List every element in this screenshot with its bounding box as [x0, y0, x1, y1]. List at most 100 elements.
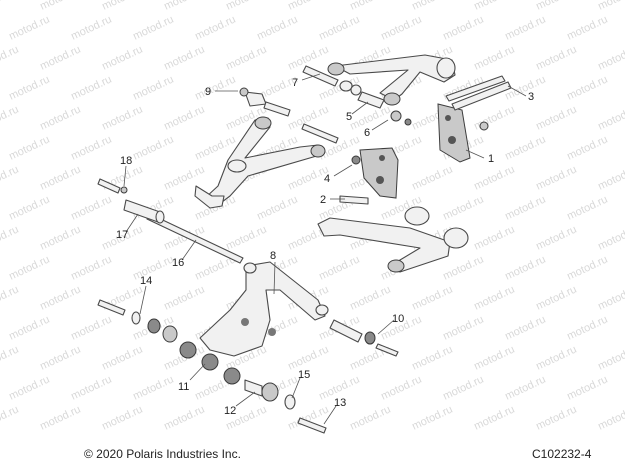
watermark-text: motod.ru [565, 253, 609, 282]
upper-a-arm-left [194, 116, 326, 209]
watermark-text: motod.ru [472, 0, 516, 13]
callout-2: 2 [320, 194, 326, 206]
callout-6: 6 [364, 127, 370, 139]
watermark-text: motod.ru [162, 103, 206, 132]
watermark-text: motod.ru [503, 193, 547, 222]
watermark-text: motod.ru [503, 373, 547, 402]
callout-10: 10 [392, 313, 404, 325]
watermark-text: motod.ru [410, 163, 454, 192]
watermark-text: motod.ru [38, 43, 82, 72]
watermark-text: motod.ru [100, 0, 144, 13]
watermark-text: motod.ru [224, 0, 268, 13]
watermark-text: motod.ru [410, 283, 454, 312]
watermark-text: motod.ru [69, 133, 113, 162]
watermark-text: motod.ru [596, 163, 625, 192]
callout-7: 7 [292, 77, 298, 89]
bushing-12 [244, 379, 279, 402]
watermark-text: motod.ru [534, 403, 578, 432]
watermark-text: motod.ru [534, 223, 578, 252]
watermark-text: motod.ru [534, 343, 578, 372]
watermark-text: motod.ru [7, 253, 51, 282]
watermark-text: motod.ru [596, 403, 625, 432]
callout-labels: 1 2 3 4 5 6 7 8 9 10 11 12 13 14 15 16 1… [116, 77, 534, 417]
callout-1: 1 [488, 153, 494, 165]
watermark-text: motod.ru [534, 103, 578, 132]
washer-15 [284, 394, 296, 410]
watermark-text: motod.ru [565, 73, 609, 102]
callout-9: 9 [205, 86, 211, 98]
watermark-text: motod.ru [317, 253, 361, 282]
callout-16: 16 [172, 257, 184, 269]
watermark-text: motod.ru [131, 73, 175, 102]
watermark-text: motod.ru [7, 313, 51, 342]
watermark-text: motod.ru [565, 13, 609, 42]
watermark-text: motod.ru [503, 313, 547, 342]
watermark-text: motod.ru [38, 283, 82, 312]
watermark-text: motod.ru [317, 13, 361, 42]
watermark-text: motod.ru [441, 313, 485, 342]
watermark-text: motod.ru [162, 43, 206, 72]
watermark-text: motod.ru [472, 343, 516, 372]
watermark-text: motod.ru [472, 403, 516, 432]
watermark-text: motod.ru [534, 43, 578, 72]
watermark-text: motod.ru [348, 103, 392, 132]
watermark-text: motod.ru [348, 283, 392, 312]
watermark-text: motod.ru [162, 0, 206, 13]
watermark-text: motod.ru [348, 403, 392, 432]
watermark-text: motod.ru [503, 133, 547, 162]
callout-8: 8 [270, 250, 276, 262]
callout-14: 14 [140, 275, 152, 287]
watermark-text: motod.ru [596, 103, 625, 132]
watermark-text: motod.ru [596, 283, 625, 312]
watermark-text: motod.ru [472, 103, 516, 132]
watermark-text: motod.ru [69, 373, 113, 402]
bolt-18 [97, 178, 128, 194]
bushing-17 [123, 199, 165, 224]
watermark-text: motod.ru [69, 253, 113, 282]
bolt-13 [297, 417, 327, 434]
watermark-text: motod.ru [565, 193, 609, 222]
watermark-text: motod.ru [69, 193, 113, 222]
watermark-text: motod.ru [0, 223, 21, 252]
frame-bracket-4 [359, 147, 399, 199]
bushing-11 [179, 341, 241, 385]
watermark-text: motod.ru [7, 133, 51, 162]
watermark-text: motod.ru [441, 373, 485, 402]
watermark-text: motod.ru [0, 163, 21, 192]
watermark-text: motod.ru [7, 73, 51, 102]
watermark-text: motod.ru [255, 13, 299, 42]
watermark-text: motod.ru [596, 43, 625, 72]
watermark-text: motod.ru [441, 193, 485, 222]
watermark-text: motod.ru [286, 0, 330, 13]
callout-13: 13 [334, 397, 346, 409]
watermark-text: motod.ru [38, 103, 82, 132]
watermark-text: motod.ru [131, 373, 175, 402]
watermark-text: motod.ru [162, 283, 206, 312]
bolt-14 [97, 299, 178, 343]
bushing-10 [329, 319, 399, 357]
watermark-text: motod.ru [38, 0, 82, 13]
watermark-text: motod.ru [596, 0, 625, 13]
upper-a-arm-right [327, 54, 456, 106]
leader-lines [123, 73, 527, 425]
watermark-text: motod.ru [69, 313, 113, 342]
watermark-text: motod.ru [565, 373, 609, 402]
watermark-text: motod.ru [596, 223, 625, 252]
callout-4: 4 [324, 173, 330, 185]
watermark-text: motod.ru [565, 313, 609, 342]
watermark-text: motod.ru [410, 403, 454, 432]
watermark-text: motod.ru [0, 103, 21, 132]
watermark-text: motod.ru [7, 373, 51, 402]
watermark-text: motod.ru [441, 253, 485, 282]
callout-12: 12 [224, 405, 236, 417]
watermark-text: motod.ru [410, 0, 454, 13]
copyright-notice: © 2020 Polaris Industries Inc. [84, 447, 241, 461]
watermark-text: motod.ru [472, 163, 516, 192]
watermark-text: motod.ru [0, 403, 21, 432]
watermark-text: motod.ru [100, 403, 144, 432]
watermark-text: motod.ru [7, 193, 51, 222]
watermark-text: motod.ru [534, 283, 578, 312]
